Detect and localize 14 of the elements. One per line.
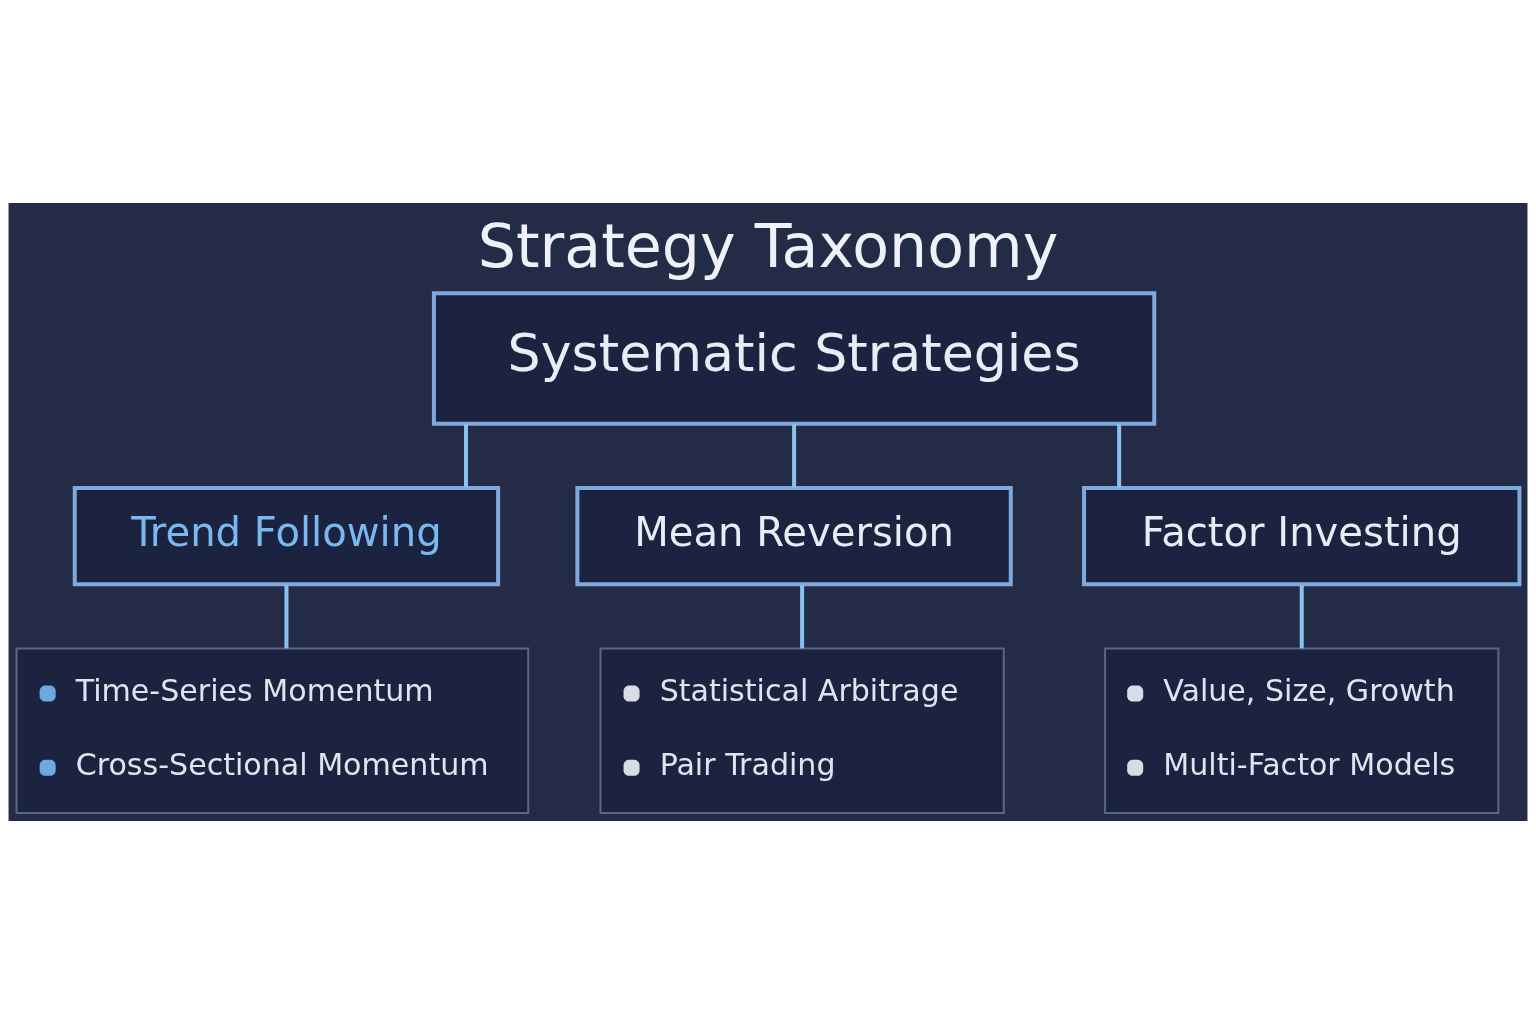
node-box: Trend Following bbox=[72, 485, 501, 587]
connector bbox=[792, 424, 797, 488]
connector bbox=[284, 585, 289, 649]
connector bbox=[800, 585, 805, 649]
connector bbox=[1117, 424, 1122, 488]
node-box: Systematic Strategies bbox=[431, 291, 1157, 426]
node-box: Mean Reversion bbox=[575, 485, 1013, 587]
node-box: Time-Series Momentum Cross-Sectional Momentum bbox=[15, 647, 530, 814]
node-box: Value, Size, Growth Multi-Factor Models bbox=[1104, 647, 1500, 814]
node-box: Statistical Arbitrage Pair Trading bbox=[599, 647, 1005, 814]
connector bbox=[464, 424, 469, 488]
connector bbox=[1299, 585, 1304, 649]
node-box: Factor Investing bbox=[1082, 485, 1522, 587]
diagram-title: Strategy Taxonomy bbox=[477, 211, 1059, 282]
